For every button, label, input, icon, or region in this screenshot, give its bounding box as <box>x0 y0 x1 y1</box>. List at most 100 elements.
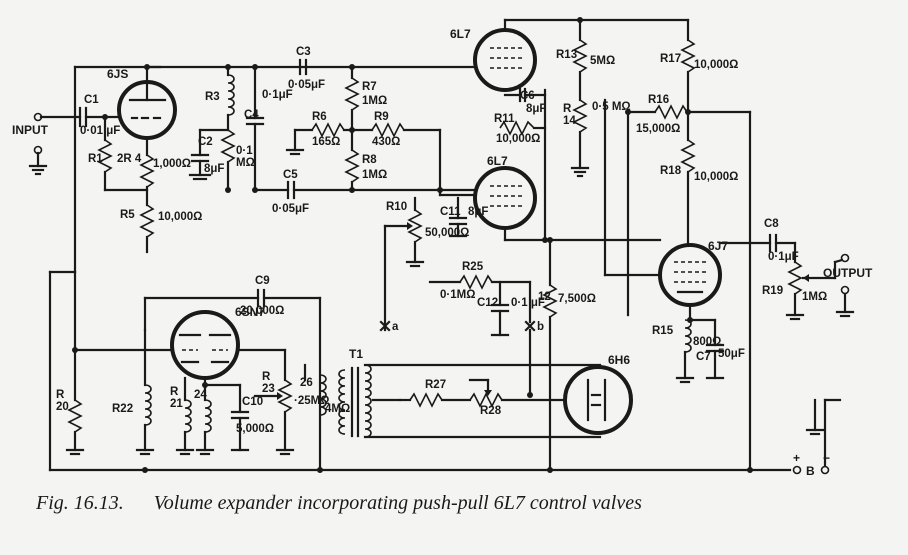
svg-text:C11: C11 <box>440 206 461 218</box>
r8-value: 1MΩ <box>362 169 387 181</box>
resistor-r26: 26 4MΩ <box>300 363 350 416</box>
svg-text:a: a <box>392 321 399 333</box>
svg-text:C10: C10 <box>242 396 263 408</box>
r13-value: 5MΩ <box>590 55 615 67</box>
r19-value: 1MΩ <box>802 291 827 303</box>
resistor-r16: R16 15,000Ω <box>626 94 752 135</box>
svg-text:C9: C9 <box>255 275 270 287</box>
c10-value: 5,000Ω <box>236 423 274 435</box>
potentiometer-r23: R 23 ·25MΩ <box>253 348 329 456</box>
r18-value: 10,000Ω <box>694 171 738 183</box>
svg-text:12: 12 <box>538 291 551 303</box>
svg-text:21: 21 <box>170 398 183 410</box>
battery-terminals: + B − <box>792 398 842 478</box>
svg-text:R27: R27 <box>425 379 446 391</box>
tube-6sn7: 6SN7 <box>170 305 265 380</box>
resistor-r1: R1 <box>88 115 113 192</box>
resistor-r27: R27 <box>398 379 472 408</box>
tube-6l7-top: 6L7 <box>450 18 537 92</box>
capacitor-c12: C12 0·1 μF <box>477 280 545 337</box>
r6-value: 165Ω <box>312 136 340 148</box>
svg-text:R8: R8 <box>362 154 377 166</box>
r23-value: ·25MΩ <box>294 395 329 407</box>
input-terminal: INPUT <box>12 112 82 176</box>
svg-text:R22: R22 <box>112 403 133 415</box>
figure-label: Fig. 16.13. <box>36 492 124 514</box>
tube-6js: 6JS <box>107 67 177 157</box>
svg-text:24: 24 <box>194 389 207 401</box>
tube-6l7-top-label: 6L7 <box>450 27 471 41</box>
svg-text:R16: R16 <box>648 94 669 106</box>
svg-text:C8: C8 <box>764 218 779 230</box>
capacitor-c5: C5 0·05μF <box>253 169 482 215</box>
c1-value: 0·01 μF <box>80 125 120 137</box>
point-b: b <box>524 320 544 333</box>
output-label: OUTPUT <box>823 266 873 280</box>
r17-value: 10,000Ω <box>694 59 738 71</box>
svg-text:R9: R9 <box>374 111 389 123</box>
svg-text:20: 20 <box>56 401 69 413</box>
transformer-t1: T1 <box>338 347 372 438</box>
transformer-label: T1 <box>349 347 363 361</box>
svg-text:R10: R10 <box>386 201 407 213</box>
c6-value: 8μF <box>526 103 546 115</box>
r16-value: 15,000Ω <box>636 123 680 135</box>
r11-value: 10,000Ω <box>496 133 540 145</box>
svg-text:C1: C1 <box>84 94 99 106</box>
resistor-r24: 24 <box>194 376 215 456</box>
tube-6sn7-label: 6SN7 <box>235 305 265 319</box>
tube-6h6: 6H6 <box>563 353 633 435</box>
r7-value: 1MΩ <box>362 95 387 107</box>
resistor-r8: R8 1MΩ <box>344 128 387 192</box>
svg-text:C12: C12 <box>477 297 498 309</box>
svg-text:R15: R15 <box>652 325 674 337</box>
r5-value: 10,000Ω <box>158 211 202 223</box>
c8-value: 0·1μF <box>768 251 799 263</box>
c5-value: 0·05μF <box>272 203 309 215</box>
svg-text:R: R <box>563 103 572 115</box>
svg-text:C2: C2 <box>198 136 213 148</box>
potentiometer-r19: R19 1MΩ <box>762 241 837 321</box>
resistor-r17: R17 10,000Ω <box>660 18 738 142</box>
tube-6l7-mid-label: 6L7 <box>487 154 508 168</box>
capacitor-c6: C6 8μF <box>503 87 546 115</box>
svg-text:R3: R3 <box>205 91 220 103</box>
svg-text:23: 23 <box>262 383 275 395</box>
svg-text:R13: R13 <box>556 49 577 61</box>
svg-text:R19: R19 <box>762 285 783 297</box>
svg-text:C4: C4 <box>244 109 259 121</box>
resistor-r12: 12 7,500Ω <box>538 238 596 472</box>
capacitor-c11: C11 8μF <box>440 196 488 238</box>
resistor-r9: R9 430Ω <box>371 111 405 148</box>
svg-text:R28: R28 <box>480 405 502 417</box>
c2-value: 8μF <box>204 163 224 175</box>
svg-text:R25: R25 <box>462 261 484 273</box>
output-terminal: OUTPUT <box>823 253 873 318</box>
r10-value: 50,000Ω <box>425 227 469 239</box>
svg-text:0·1: 0·1 <box>236 145 253 157</box>
resistor-r22: R22 <box>112 328 155 456</box>
tube-6j7-label: 6J7 <box>708 239 728 253</box>
resistor-r14: R 14 0·5 MΩ <box>563 99 631 178</box>
svg-text:C7: C7 <box>696 351 711 363</box>
c9-value: 20,000Ω <box>240 305 284 317</box>
capacitor-c10: C10 5,000Ω <box>203 383 274 452</box>
capacitor-c4: C4 0·1μF <box>244 65 293 192</box>
capacitor-c2: C2 8μF <box>190 128 224 177</box>
r15-value: 800Ω <box>693 336 721 348</box>
r9-value: 430Ω <box>372 136 400 148</box>
resistor-r21: R 21 <box>170 376 195 456</box>
capacitor-c9: C9 20,000Ω <box>143 275 322 317</box>
capacitor-c3: C3 0·05μF <box>288 46 325 91</box>
c7-value: 50μF <box>718 348 745 360</box>
svg-text:C5: C5 <box>283 169 298 181</box>
resistor-r2: 0·1 MΩ <box>220 129 255 192</box>
r12-value: 7,500Ω <box>558 293 596 305</box>
resistor-r11: R11 10,000Ω <box>494 113 547 145</box>
svg-text:R: R <box>56 389 65 401</box>
svg-text:R1: R1 <box>88 153 103 165</box>
resistor-r13: R13 5MΩ <box>556 18 615 102</box>
point-a: a <box>379 320 399 333</box>
svg-text:R17: R17 <box>660 53 681 65</box>
